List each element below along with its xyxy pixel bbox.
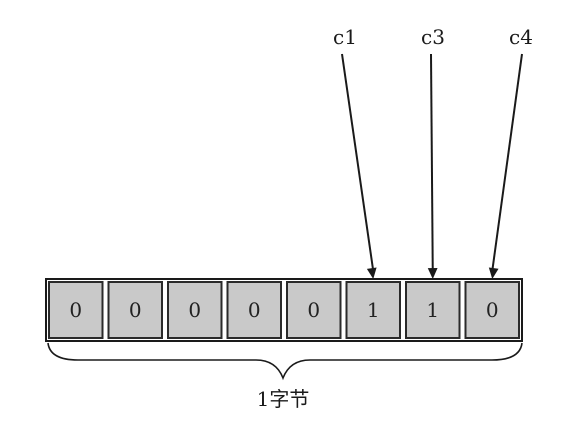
bit-cell	[345, 281, 401, 339]
byte-outline	[45, 278, 523, 342]
bit-cell	[48, 281, 104, 339]
arrow-c1	[341, 53, 375, 272]
arrowhead-c4	[488, 267, 499, 279]
bit-cell	[226, 281, 282, 339]
bit-value: 0	[248, 298, 261, 322]
arrowhead-c3	[427, 268, 438, 279]
arrow-c3	[430, 53, 434, 272]
byte-brace	[47, 342, 523, 381]
hash-arrows	[341, 53, 523, 279]
bit-value: 1	[367, 298, 380, 322]
byte-cells: 0 0 0 0 0 1 1 0	[48, 281, 520, 339]
bit-value: 1	[426, 298, 439, 322]
bit-value: 0	[129, 298, 142, 322]
label-c4: c4	[509, 25, 533, 49]
bit-value: 0	[188, 298, 201, 322]
bit-value: 0	[69, 298, 82, 322]
arrow-c4	[491, 53, 523, 272]
bit-cell	[107, 281, 163, 339]
byte-label: 1字节	[257, 387, 310, 411]
arrowhead-c1	[366, 267, 377, 279]
bit-cell	[464, 281, 520, 339]
bit-cell	[405, 281, 461, 339]
bit-value: 0	[486, 298, 499, 322]
bit-cell	[167, 281, 223, 339]
bit-cell	[286, 281, 342, 339]
bit-value: 0	[307, 298, 320, 322]
label-c3: c3	[421, 25, 445, 49]
label-c1: c1	[333, 25, 357, 49]
